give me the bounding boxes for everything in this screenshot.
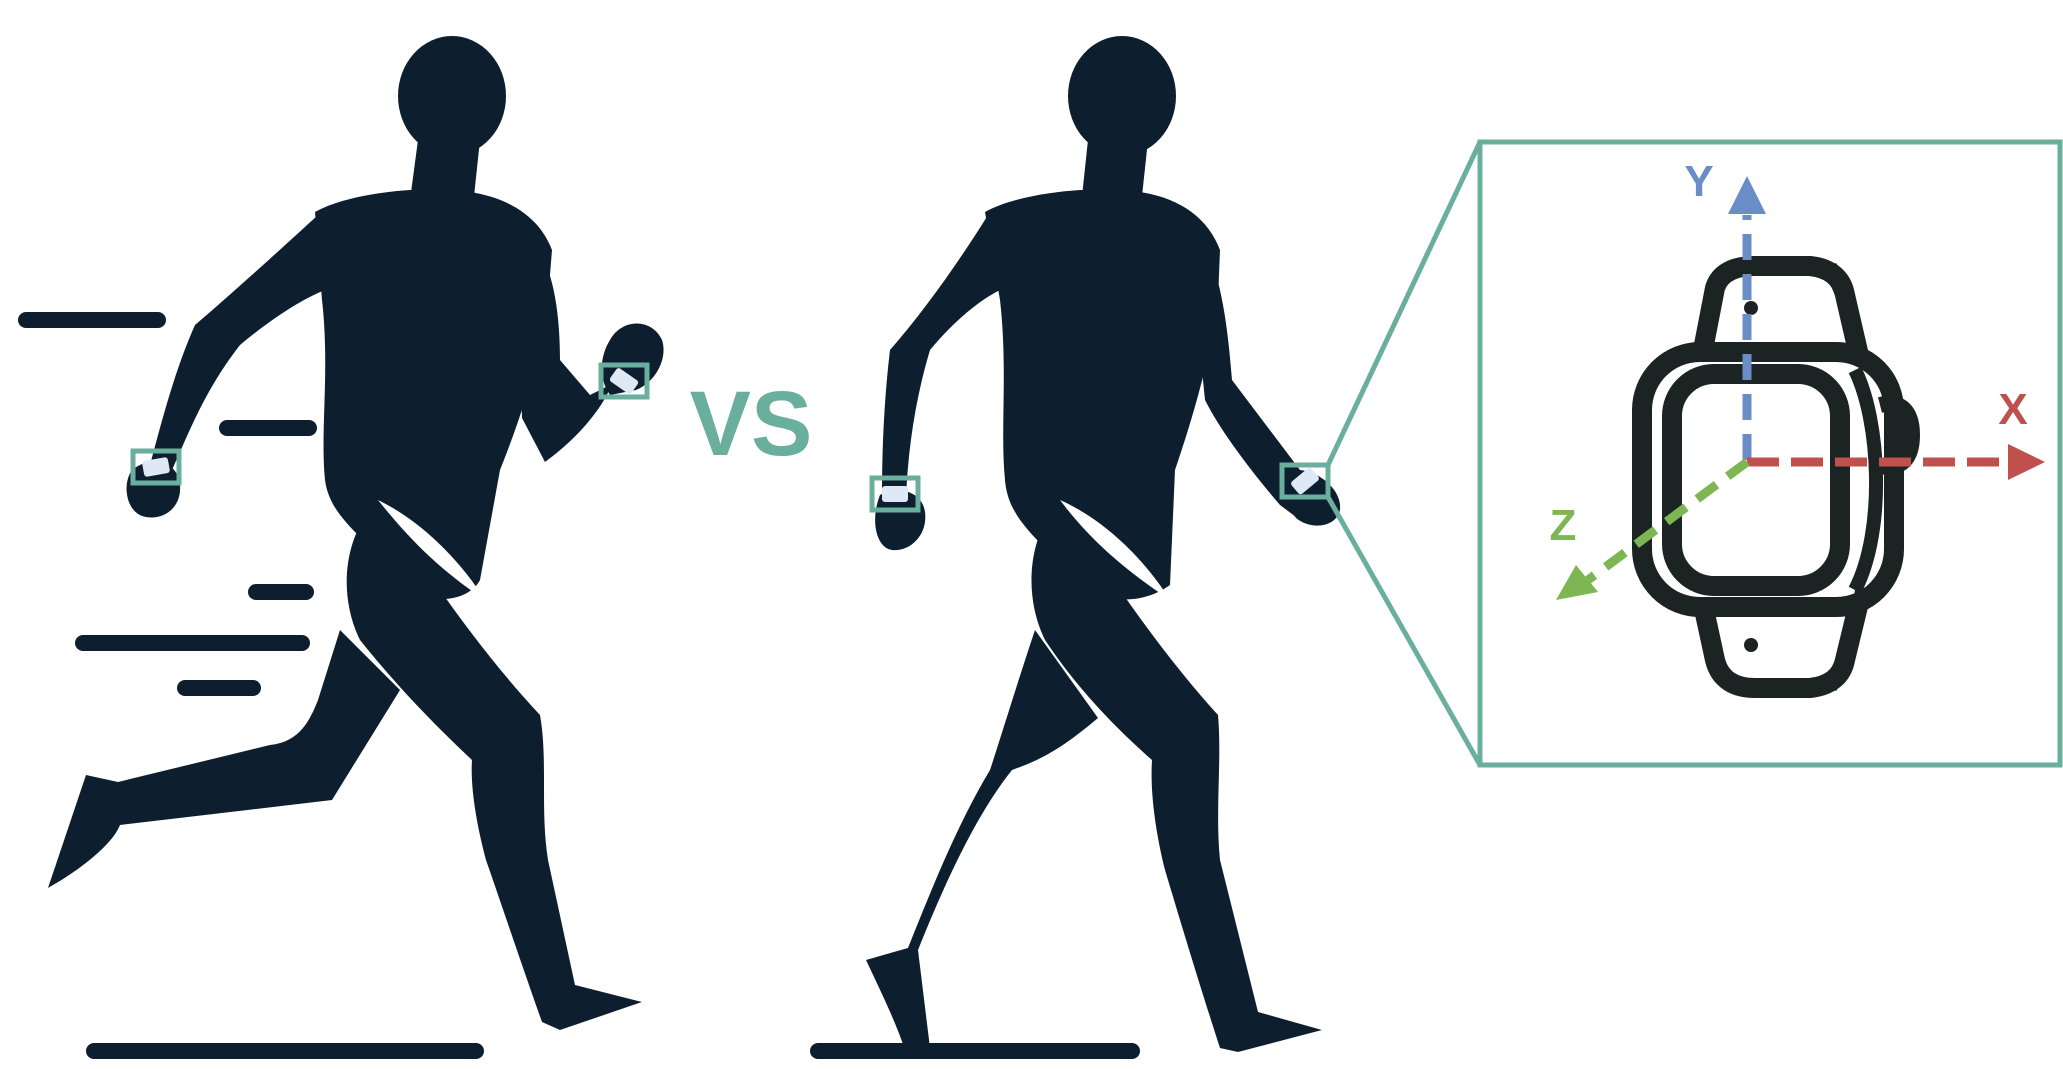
walker-back-arm: [882, 215, 1000, 498]
zoom-connector-bottom: [1328, 497, 1480, 765]
walker-rear-leg: [866, 630, 1098, 1050]
walker-head: [1068, 36, 1176, 156]
sensor-icon: [882, 486, 908, 502]
walking-figure: [818, 36, 1340, 1052]
runner-head: [398, 36, 506, 156]
runner-rear-leg: [48, 630, 400, 888]
zoom-connector-top: [1328, 142, 1480, 465]
runner-front-arm: [520, 245, 610, 462]
runner-silhouette: [48, 36, 664, 1030]
axis-z-label: Z: [1550, 501, 1577, 550]
axis-y-label: Y: [1684, 157, 1713, 206]
zoom-box: [1480, 142, 2060, 765]
versus-label: VS: [690, 373, 813, 475]
axis-x-label: X: [1998, 385, 2027, 434]
runner-torso: [315, 190, 552, 599]
runner-front-leg: [347, 500, 642, 1030]
watch-band-hole-bottom: [1744, 638, 1758, 652]
watch-band-hole-top: [1744, 301, 1758, 315]
walker-front-leg: [1031, 500, 1322, 1052]
running-figure: [26, 36, 664, 1051]
zoom-callout: Y X Z: [1328, 142, 2060, 765]
